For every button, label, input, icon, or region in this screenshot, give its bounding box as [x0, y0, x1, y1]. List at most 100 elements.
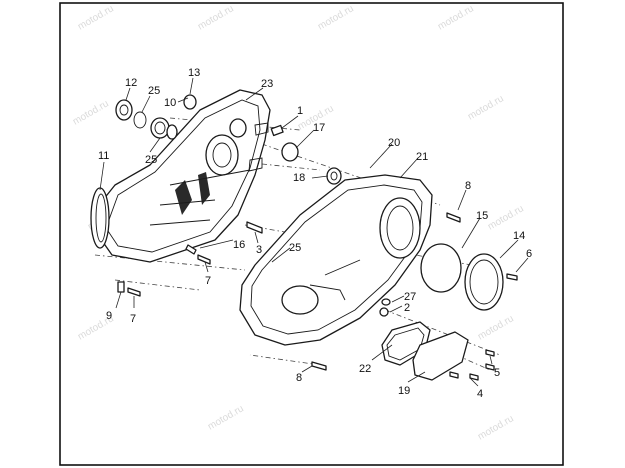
seal-13	[115, 99, 133, 121]
screw-4b	[449, 371, 459, 379]
inner-cover-hub	[229, 118, 247, 138]
leader	[204, 261, 209, 273]
leader	[489, 355, 493, 365]
leader	[115, 291, 122, 309]
outer-primary-cover	[239, 174, 433, 346]
leader	[399, 157, 419, 179]
callout-13: 12	[125, 77, 137, 89]
bolt-3	[246, 221, 263, 234]
leader	[189, 77, 194, 95]
assembly-line	[94, 254, 246, 271]
bolt-8	[311, 361, 327, 371]
leader	[199, 239, 234, 249]
callout-25-lower: 25	[145, 154, 157, 166]
callout-5: 5	[494, 367, 500, 379]
inner-cover-flange	[105, 99, 261, 253]
derby-gasket-23	[381, 321, 431, 366]
derby-cover-20	[412, 331, 469, 381]
screw-4	[469, 373, 479, 381]
outer-cover-derby-opening	[281, 285, 319, 315]
inner-primary-cover	[94, 89, 271, 263]
screw-6	[506, 273, 518, 281]
outer-cover-clutch-ring	[386, 205, 414, 251]
callout-27: 27	[404, 291, 416, 303]
screw-5b	[485, 363, 495, 371]
callout-16: 15	[476, 210, 488, 222]
dowel-10	[117, 281, 125, 293]
ring-25-upper	[133, 111, 147, 129]
leader	[457, 189, 467, 211]
callout-24: 23	[261, 78, 273, 90]
seal-13-inner	[119, 104, 129, 116]
callout-21: 20	[388, 137, 400, 149]
ring-25-lower	[166, 124, 178, 140]
bearing-11	[150, 117, 170, 139]
inner-cover-mount-tabs	[248, 122, 269, 172]
assembly-line	[384, 309, 501, 356]
plug-27	[381, 298, 391, 306]
leader	[245, 87, 264, 101]
callout-labels: 12 25 13 10 23 25 11 1 17 20 21 18 8 15 …	[98, 67, 532, 400]
leader	[461, 217, 481, 249]
clutch-gasket-16	[420, 243, 462, 293]
leader	[369, 143, 393, 169]
leader	[515, 257, 529, 273]
leader	[99, 161, 105, 191]
callout-1: 1	[297, 105, 303, 117]
callout-10: 9	[106, 310, 112, 322]
leader	[125, 87, 131, 101]
leader	[389, 305, 403, 313]
leader	[149, 137, 161, 153]
callout-23: 22	[359, 363, 371, 375]
bearing-11-race	[154, 121, 166, 135]
screw-5	[485, 349, 495, 357]
clip-17	[185, 244, 197, 255]
inner-cover-bore-ring	[212, 142, 232, 168]
leader	[371, 344, 393, 361]
leader	[271, 247, 291, 263]
callout-22: 21	[416, 151, 428, 163]
callout-25-upper: 25	[148, 85, 160, 97]
leader	[391, 295, 405, 303]
dowel-1	[270, 124, 284, 137]
plug-2	[379, 307, 389, 317]
outer-cover-clutch-bore	[379, 197, 421, 259]
callout-12: 11	[98, 150, 109, 162]
derby-gasket-23-inner	[386, 327, 425, 361]
assembly-line	[114, 279, 201, 291]
bolt-7-upper	[197, 254, 211, 265]
inner-cover-bearing-bore	[205, 134, 239, 176]
callout-7-upper: 7	[205, 275, 211, 287]
leader	[281, 115, 299, 129]
callout-4: 4	[477, 388, 483, 400]
spacer-14	[183, 94, 197, 110]
seal-19	[326, 167, 342, 185]
assembly-line	[174, 154, 321, 171]
outer-cover-rib	[309, 259, 361, 301]
leader	[177, 97, 189, 103]
callout-19: 18	[293, 172, 305, 184]
inner-cover-hardware	[117, 124, 299, 297]
leader	[141, 95, 151, 113]
screw-9	[446, 212, 461, 223]
gasket-12-inner	[95, 193, 107, 243]
leader	[499, 239, 519, 259]
callout-9: 8	[465, 180, 471, 192]
bearing-stack	[115, 94, 197, 140]
leader	[301, 365, 313, 373]
callout-8: 8	[296, 372, 302, 384]
bolt-7-lower	[127, 287, 141, 297]
plug-18	[281, 142, 299, 162]
callout-18: 17	[313, 122, 325, 134]
inner-cover-rib	[149, 169, 251, 226]
assembly-line	[249, 354, 321, 366]
inner-cover-ribbing	[198, 172, 210, 205]
callout-3: 3	[256, 244, 262, 256]
callout-26: 25	[289, 242, 301, 254]
leader	[254, 231, 259, 244]
callout-20: 19	[398, 385, 410, 397]
callout-6: 6	[526, 248, 532, 260]
inner-cover-ribbing	[175, 180, 192, 215]
callout-2: 2	[404, 302, 410, 314]
